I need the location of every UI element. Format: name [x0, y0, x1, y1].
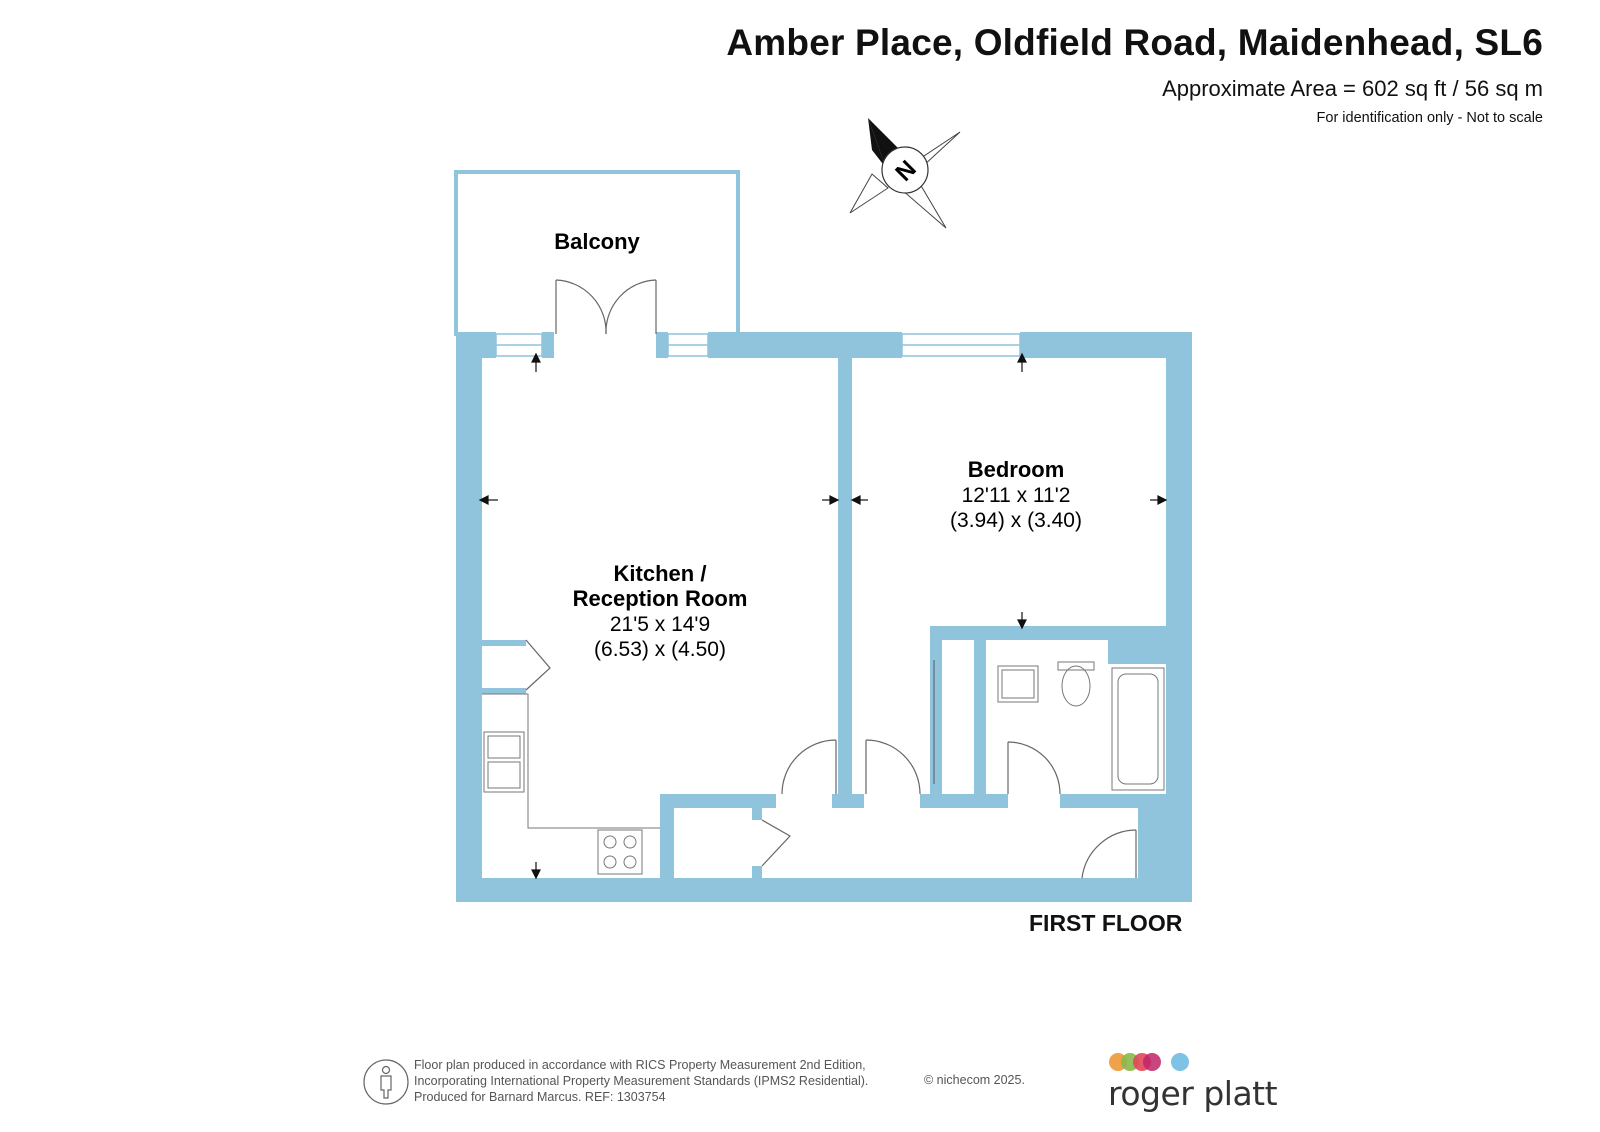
bathroom-fittings [997, 661, 1165, 791]
balcony-label: Balcony [554, 229, 640, 254]
footer-line: Produced for Barnard Marcus. REF: 130375… [414, 1090, 666, 1104]
bedroom-label: Bedroom [968, 457, 1065, 482]
kitchen-label-line2: Reception Room [573, 586, 748, 611]
walls [456, 332, 1192, 902]
bedroom-dimensions-imperial: 12'11 x 11'2 [962, 484, 1071, 507]
kitchen-label-line1: Kitchen / [614, 561, 707, 586]
page-title: Amber Place, Oldfield Road, Maidenhead, … [726, 22, 1543, 63]
kitchen-dimensions-imperial: 21'5 x 14'9 [610, 613, 710, 636]
kitchen-dimensions-metric: (6.53) x (4.50) [594, 638, 726, 661]
person-icon [363, 1059, 409, 1105]
footer-line: Incorporating International Property Mea… [414, 1074, 869, 1088]
footer-line: Floor plan produced in accordance with R… [414, 1058, 866, 1072]
logo-icon [1109, 1053, 1189, 1071]
approximate-area: Approximate Area = 602 sq ft / 56 sq m [1162, 76, 1543, 101]
bedroom-dimensions-metric: (3.94) x (3.40) [950, 509, 1082, 532]
dimension-arrows [478, 352, 1168, 880]
copyright: © nichecom 2025. [924, 1073, 1025, 1087]
floor-label: FIRST FLOOR [1029, 910, 1183, 936]
disclaimer-note: For identification only - Not to scale [1316, 110, 1543, 126]
doors [525, 279, 1137, 879]
footer-text: Floor plan produced in accordance with R… [414, 1057, 868, 1105]
compass-icon: N [849, 118, 961, 229]
logo-text: roger platt [1108, 1074, 1278, 1113]
kitchen-units [482, 693, 660, 875]
windows [495, 333, 1021, 357]
balcony-outline [454, 170, 740, 336]
